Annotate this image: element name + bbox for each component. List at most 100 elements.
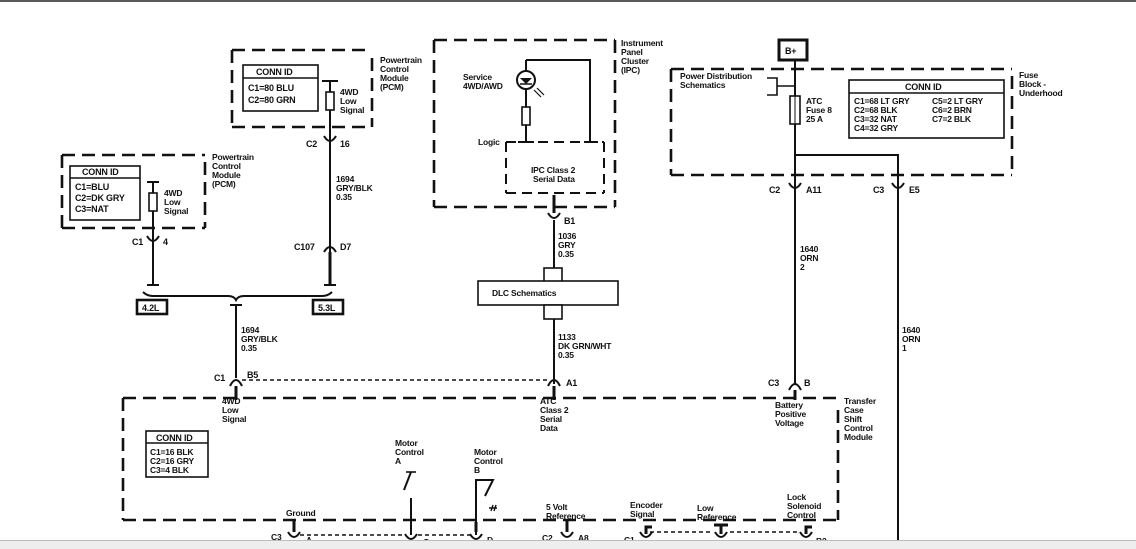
pcm-left-conn-name: C1: [132, 237, 143, 247]
pcm-top-signal-3: Signal: [340, 105, 364, 115]
ipc-label-4: (IPC): [621, 65, 640, 75]
ipc-boundary: [432, 38, 617, 209]
wire-1133-size: 0.35: [558, 350, 574, 360]
motor-b-ground-icon: [489, 504, 497, 512]
service-lamp-label-2: 4WD/AWD: [463, 81, 503, 91]
tcscm-4wd-label-3: Signal: [222, 414, 246, 424]
engine-53-badge: [311, 298, 345, 316]
fuse-conn-id-c1: C1=68 LT GRY: [854, 96, 910, 106]
pcm-left-conn-pin: 4: [163, 237, 168, 247]
pcm-left-label-2: Control: [212, 161, 241, 171]
ipc-resistor-icon: [521, 106, 531, 126]
tcscm-boundary: [121, 396, 840, 522]
fuse-label-1: ATC: [806, 96, 822, 106]
pcm-left-boundary: [60, 153, 207, 230]
pcm-left-signal-3: Signal: [164, 206, 188, 216]
tcscm-batt-label-3: Voltage: [775, 418, 804, 428]
tcscm-batt-connector-icon: [788, 383, 802, 391]
pcm-top-label-3: Module: [380, 73, 409, 83]
fuse-conn-id-c4: C4=32 GRY: [854, 123, 898, 133]
wire-1694-bottom-size: 0.35: [241, 343, 257, 353]
tcscm-atc-label-4: Data: [540, 423, 558, 433]
pcm-left-signal-2: Low: [164, 197, 181, 207]
service-lamp-label-1: Service: [463, 72, 492, 82]
c107-name: C107: [294, 242, 315, 252]
fuse-conn-c3-icon: [891, 182, 905, 189]
lock-solenoid-label-3: Control: [787, 510, 816, 520]
fuse-conn-id-c7: C7=2 BLK: [932, 114, 972, 124]
lock-solenoid-label-2: Solenoid: [787, 501, 821, 511]
bottom-pin-low-ref: [714, 523, 728, 538]
wire-1640-1-color: ORN: [902, 334, 920, 344]
power-distribution-link-2[interactable]: Schematics: [680, 80, 726, 90]
tcscm-conn-id-2: C2=16 GRY: [150, 456, 194, 466]
fuse-conn-c3-name: C3: [873, 185, 884, 195]
tcscm-atc-label-1: ATC: [540, 396, 556, 406]
pcm-top-signal-2: Low: [340, 96, 357, 106]
tcscm-4wd-conn-name: C1: [214, 373, 225, 383]
fuse-conn-c2-pin: A11: [806, 185, 822, 195]
pcm-left-label-1: Powertrain: [212, 152, 254, 162]
pcm-left-conn-id-1: C1=BLU: [75, 182, 109, 192]
tcscm-batt-conn-pin: B: [804, 378, 811, 388]
motor-a-switch-icon: [403, 471, 412, 491]
dlc-schematics-label[interactable]: DLC Schematics: [492, 288, 557, 298]
motor-b-label-2: Control: [474, 456, 503, 466]
fuse-label-2: Fuse 8: [806, 105, 832, 115]
bottom-pin-5v-ref: C2 A8: [542, 520, 589, 543]
pcm-left-module: CONN ID C1=BLU C2=DK GRY C3=NAT Powertra…: [60, 152, 254, 286]
ipc-logic-label: Logic: [478, 137, 500, 147]
pcm-left-resistor-icon: [148, 192, 158, 212]
tcscm-batt-label-2: Positive: [775, 409, 806, 419]
tcscm-atc-label-3: Serial: [540, 414, 562, 424]
pcm-top-conn-id-2: C2=80 GRN: [248, 95, 295, 105]
fuse-block-label-2: Block -: [1019, 79, 1046, 89]
pcm-left-conn-id-box: [69, 165, 141, 221]
tcscm-label-4: Control: [844, 423, 873, 433]
tcscm-conn-id-box: [145, 430, 209, 478]
tcscm-conn-id-1: C1=16 BLK: [150, 447, 194, 457]
wire-1036-number: 1036: [558, 231, 577, 241]
pcm-top-conn-id-title: CONN ID: [256, 67, 293, 77]
wire-1694-top-color: GRY/BLK: [336, 183, 374, 193]
tcscm-atc-label-2: Class 2: [540, 405, 569, 415]
tcscm-atc-connector-icon: [547, 379, 561, 387]
pcm-left-signal-1: 4WD: [164, 188, 182, 198]
motor-b-label-1: Motor: [474, 447, 497, 457]
motor-a-label-2: Control: [395, 447, 424, 457]
battery-positive-label: B+: [785, 46, 796, 56]
pcm-top-connector-icon: [323, 135, 337, 142]
pcm-left-conn-id-3: C3=NAT: [75, 204, 109, 214]
pcm-left-connector-icon: [146, 235, 160, 242]
wire-1036-color: GRY: [558, 240, 576, 250]
power-distribution-link-1[interactable]: Power Distribution: [680, 71, 752, 81]
tcscm-label-1: Transfer: [844, 396, 877, 406]
low-ref-label-2: Reference: [697, 512, 737, 522]
fuse-conn-c2-name: C2: [769, 185, 780, 195]
tcscm-4wd-connector-icon: [229, 379, 243, 387]
pcm-top-conn-pin: 16: [340, 139, 350, 149]
c107-connector-icon: [323, 246, 337, 253]
wire-1640-2-number: 1640: [800, 244, 819, 254]
window-top-border: [0, 0, 1136, 2]
ipc-logic-boundary: [505, 141, 605, 194]
encoder-label-2: Signal: [630, 509, 654, 519]
ground-label: Ground: [286, 508, 316, 518]
tcscm-atc-conn-pin: A1: [566, 378, 577, 388]
pcm-left-label-3: Module: [212, 170, 241, 180]
wire-1694-bottom-number: 1694: [241, 325, 260, 335]
dlc-schematics-box[interactable]: [477, 280, 619, 306]
ref-5v-label-1: 5 Volt: [546, 502, 568, 512]
ipc-serial-2: Serial Data: [533, 174, 575, 184]
fuse-conn-id-c5: C5=2 LT GRY: [932, 96, 983, 106]
ipc-conn-pin: B1: [564, 216, 575, 226]
tcscm-4wd-label-1: 4WD: [222, 396, 240, 406]
fuse-block-label-1: Fuse: [1019, 70, 1039, 80]
wire-1133-number: 1133: [558, 332, 576, 342]
fuse-conn-id-c6: C6=2 BRN: [932, 105, 972, 115]
fuse-conn-c2-icon: [788, 182, 802, 189]
pcm-top-boundary: [230, 48, 374, 129]
motor-b-label-3: B: [474, 465, 480, 475]
tcscm-batt-conn-name: C3: [768, 378, 779, 388]
